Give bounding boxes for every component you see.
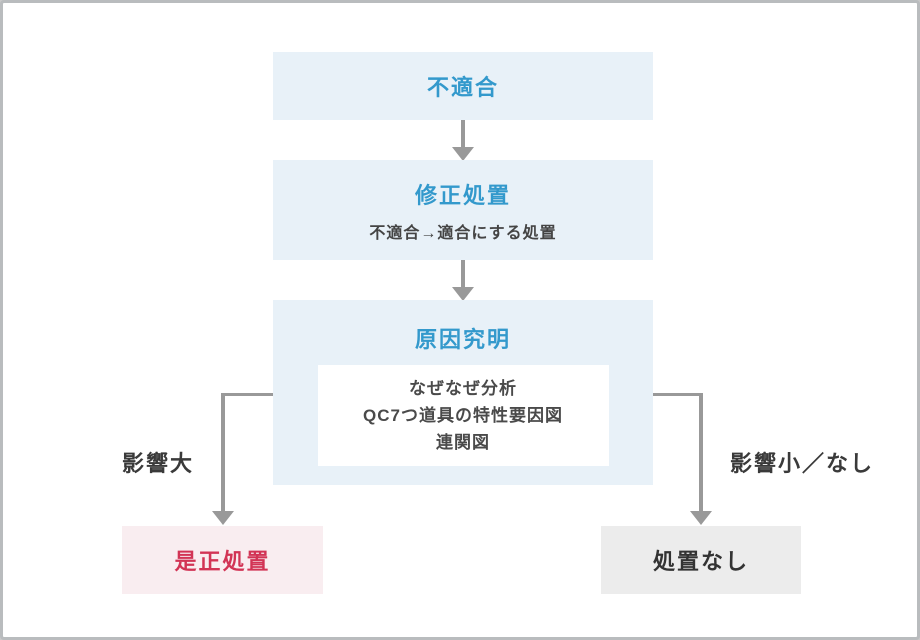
method-fishbone-diagram: QC7つ道具の特性要因図 [363, 406, 563, 425]
cause-title: 原因究明 [414, 327, 511, 352]
correction-box: 修正処置 不適合→適合にする処置 [273, 160, 653, 260]
branch-right-label: 影響小／なし [730, 451, 875, 476]
branch-left-label: 影響大 [122, 451, 195, 476]
corrective-action-title: 是正処置 [174, 549, 271, 574]
no-action-box: 処置なし [601, 526, 801, 594]
method-relation-diagram: 連関図 [436, 433, 490, 452]
cause-methods-panel: なぜなぜ分析 QC7つ道具の特性要因図 連関図 [317, 365, 609, 466]
correction-subtitle: 不適合→適合にする処置 [369, 224, 557, 242]
corrective-action-box: 是正処置 [122, 526, 323, 594]
method-why-why-analysis: なぜなぜ分析 [409, 379, 517, 398]
no-action-title: 処置なし [652, 549, 749, 574]
nonconformity-title: 不適合 [426, 75, 499, 100]
nonconformity-box: 不適合 [273, 52, 653, 120]
cause-box: 原因究明 なぜなぜ分析 QC7つ道具の特性要因図 連関図 [273, 300, 653, 485]
correction-title: 修正処置 [414, 182, 511, 208]
